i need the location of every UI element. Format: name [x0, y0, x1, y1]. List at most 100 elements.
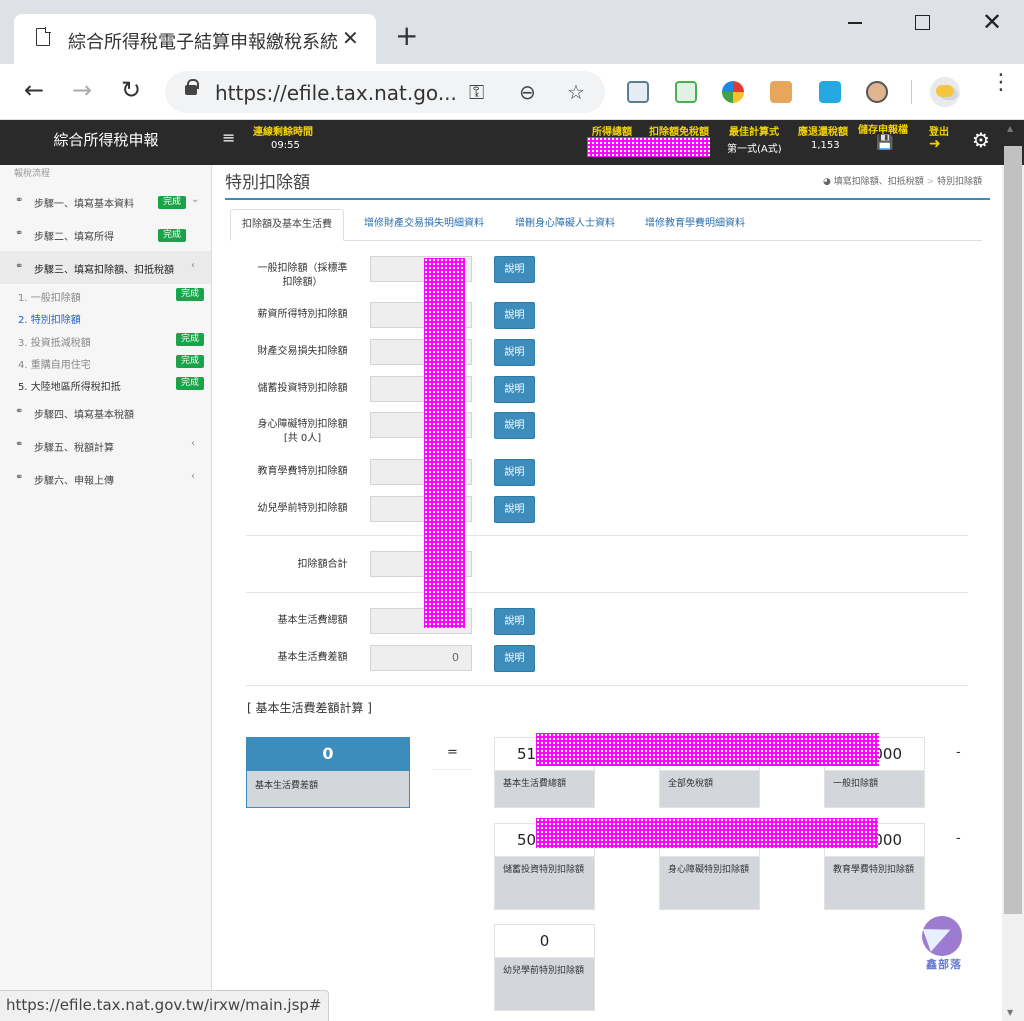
sidebar-step-2[interactable]: ⚭ 步驟二、填寫所得 完成: [0, 218, 211, 251]
extension-icon[interactable]: [819, 81, 841, 103]
address-bar[interactable]: https://efile.tax.nat.go... ⚿ ⊖ ☆: [165, 71, 605, 113]
chevron-left-icon[interactable]: ‹: [191, 260, 195, 271]
best-calc-value: 第一式(A式): [727, 144, 782, 155]
page-title: 特別扣除額: [225, 173, 310, 193]
new-tab-button[interactable]: +: [395, 19, 419, 52]
menu-icon[interactable]: ⋮: [990, 70, 1012, 95]
row-label: 財產交易損失扣除額: [257, 346, 348, 357]
url-text[interactable]: https://efile.tax.nat.go...: [215, 81, 457, 105]
sidebar-subitem-label: 2. 特別扣除額: [18, 315, 81, 326]
info-button[interactable]: 說明: [494, 608, 535, 635]
status-badge: 完成: [176, 333, 205, 346]
card-caption: 全部免稅額: [668, 779, 714, 789]
status-badge: 完成: [176, 377, 205, 390]
scroll-up-arrow[interactable]: ▲: [1007, 124, 1014, 133]
tab-tuition[interactable]: 增修教育學費明細資料: [645, 218, 745, 229]
calc-title: [ 基本生活費差額計算 ]: [247, 701, 372, 715]
sidebar-subitem-current[interactable]: 2. 特別扣除額: [0, 306, 211, 328]
breadcrumb: ◕ 填寫扣除額、扣抵稅額 > 特別扣除額: [823, 174, 982, 187]
sidebar-step-4[interactable]: ⚭ 步驟四、填寫基本稅額: [0, 396, 211, 429]
app-header: 綜合所得稅申報 ≡ 連線剩餘時間 09:55 所得總額 扣除額免稅額 最佳計算式…: [0, 120, 1024, 165]
info-button[interactable]: 說明: [494, 339, 535, 366]
link-icon: ⚭: [15, 195, 24, 206]
link-icon: ⚭: [15, 261, 24, 272]
extension-icon[interactable]: [675, 81, 697, 103]
logout-label[interactable]: 登出: [929, 127, 949, 138]
tab-disability[interactable]: 增刪身心障礙人士資料: [515, 218, 615, 229]
sidebar-subitem[interactable]: 3. 投資抵減稅額 完成: [0, 329, 211, 351]
extension-icon[interactable]: [866, 81, 888, 103]
sidebar-step-6[interactable]: ⚭ 步驟六、申報上傳 ‹: [0, 462, 211, 495]
tab-deductions[interactable]: 扣除額及基本生活費: [230, 209, 344, 241]
sidebar-subitem[interactable]: 1. 一般扣除額 完成: [0, 284, 211, 306]
minus-sign: -: [956, 831, 961, 846]
app-brand[interactable]: 綜合所得稅申報: [53, 131, 159, 149]
info-button[interactable]: 說明: [494, 459, 535, 486]
gear-icon[interactable]: ⚙: [972, 128, 990, 152]
close-tab-icon[interactable]: ✕: [342, 26, 359, 50]
redacted-values: [536, 818, 878, 848]
scroll-down-arrow[interactable]: ▼: [1007, 1008, 1014, 1017]
chevron-left-icon[interactable]: ‹: [191, 438, 195, 449]
minimize-button[interactable]: [848, 22, 862, 24]
extension-icon[interactable]: [627, 81, 649, 103]
lock-icon[interactable]: [185, 79, 199, 95]
sidebar-subitem-label: 4. 重購自用住宅: [18, 360, 91, 371]
sidebar-subitem-label: 3. 投資抵減稅額: [18, 338, 91, 349]
browser-tab[interactable]: 綜合所得稅電子結算申報繳稅系統 ✕: [14, 14, 376, 64]
logout-icon[interactable]: ➜: [929, 136, 941, 152]
star-icon[interactable]: ☆: [567, 80, 585, 104]
profile-avatar[interactable]: [930, 77, 960, 107]
row-label: 教育學費特別扣除額: [257, 466, 348, 477]
refund-value: 1,153: [811, 140, 840, 151]
card-caption: 基本生活費總額: [503, 779, 567, 789]
chevron-left-icon[interactable]: ‹: [191, 471, 195, 482]
tab-property-loss[interactable]: 增修財產交易損失明細資料: [364, 218, 484, 229]
save-label[interactable]: 儲存申報檔: [858, 125, 908, 136]
maximize-button[interactable]: [915, 15, 930, 30]
sidebar-step-label: 步驟五、稅額計算: [34, 443, 114, 454]
close-window-button[interactable]: ✕: [982, 8, 1003, 36]
sidebar-step-label: 步驟一、填寫基本資料: [34, 199, 134, 210]
hamburger-icon[interactable]: ≡: [222, 128, 236, 147]
back-button[interactable]: ←: [24, 76, 45, 104]
info-button[interactable]: 說明: [494, 302, 535, 329]
row-label: 身心障礙特別扣除額[共 0人]: [257, 419, 348, 444]
sidebar-step-1[interactable]: ⚭ 步驟一、填寫基本資料 完成 ⌄: [0, 185, 211, 218]
divider: [246, 685, 968, 686]
sidebar-step-3[interactable]: ⚭ 步驟三、填寫扣除額、扣抵稅額 ‹: [0, 251, 211, 284]
scrollbar-thumb[interactable]: [1004, 146, 1022, 914]
info-button[interactable]: 說明: [494, 645, 535, 672]
redacted-amount: [587, 137, 710, 157]
watermark-text: 鑫部落: [926, 958, 962, 971]
info-button[interactable]: 說明: [494, 496, 535, 523]
sidebar-subitem-label: 5. 大陸地區所得稅扣抵: [18, 382, 121, 393]
info-button[interactable]: 說明: [494, 412, 535, 439]
sidebar-subitem[interactable]: 4. 重購自用住宅 完成: [0, 351, 211, 373]
key-icon[interactable]: ⚿: [469, 80, 485, 104]
income-label: 所得總額: [592, 127, 632, 138]
living-diff-label: 基本生活費差額: [277, 652, 348, 663]
reload-button[interactable]: ↻: [121, 76, 142, 104]
breadcrumb-separator: >: [926, 177, 938, 187]
status-bar-url: https://efile.tax.nat.gov.tw/irxw/main.j…: [0, 990, 329, 1021]
link-icon: ⚭: [15, 439, 24, 450]
extension-icon[interactable]: [770, 81, 792, 103]
sidebar-title: 報稅流程: [14, 169, 51, 179]
link-icon: ⚭: [15, 406, 24, 417]
watermark-logo: 鑫部落: [918, 916, 968, 972]
zoom-out-icon[interactable]: ⊖: [519, 80, 536, 104]
chevron-down-icon[interactable]: ⌄: [191, 194, 200, 205]
row-label: 幼兒學前特別扣除額: [257, 503, 348, 514]
info-button[interactable]: 說明: [494, 256, 535, 283]
row-label: 一般扣除額（採標準扣除額）: [257, 263, 348, 288]
sidebar-subitem[interactable]: 5. 大陸地區所得稅扣抵 完成: [0, 373, 211, 395]
exempt-label: 扣除額免稅額: [649, 127, 709, 138]
forward-button[interactable]: →: [72, 76, 93, 104]
save-icon[interactable]: 💾: [876, 135, 894, 151]
browser-tabstrip: 綜合所得稅電子結算申報繳稅系統 ✕ + ✕: [0, 0, 1024, 64]
extension-icon[interactable]: [722, 81, 744, 103]
breadcrumb-item[interactable]: 填寫扣除額、扣抵稅額: [833, 177, 924, 187]
sidebar-step-5[interactable]: ⚭ 步驟五、稅額計算 ‹: [0, 429, 211, 462]
info-button[interactable]: 說明: [494, 376, 535, 403]
